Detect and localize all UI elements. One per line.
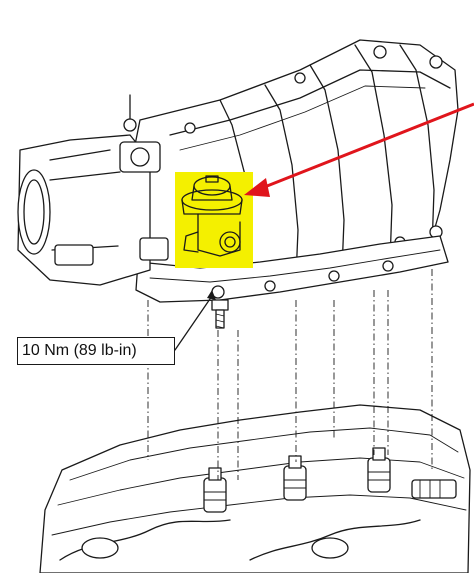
egr-valve-body <box>181 175 243 257</box>
injector-2 <box>283 455 307 501</box>
injector-3 <box>367 447 391 493</box>
engine-block-lower <box>39 404 471 573</box>
egr-highlight-box <box>175 172 253 268</box>
throttle-body <box>17 94 169 286</box>
pointer-arrow <box>244 102 474 197</box>
torque-leader <box>174 290 229 351</box>
alignment-lines <box>147 240 433 480</box>
sensor-connector <box>411 479 457 499</box>
bolt-icon <box>211 299 229 329</box>
torque-callout-label: 10 Nm (89 lb-in) <box>17 337 175 365</box>
egr-valve <box>175 172 253 268</box>
